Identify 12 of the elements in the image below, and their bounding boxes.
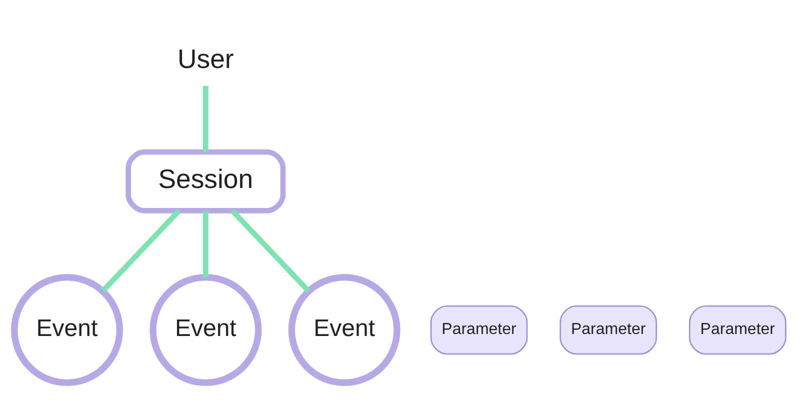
node-box: Parameter [430,305,528,355]
connector [101,208,181,292]
node-text: User [178,44,234,74]
node-box: Session [126,149,286,214]
connector [203,86,208,152]
connector [203,210,208,277]
node-circle: Event [11,274,123,386]
node-box: Parameter [560,305,657,355]
node-box: Parameter [689,305,786,355]
node-circle: Event [288,274,400,386]
node-circle: Event [150,274,262,386]
connector [230,208,310,292]
